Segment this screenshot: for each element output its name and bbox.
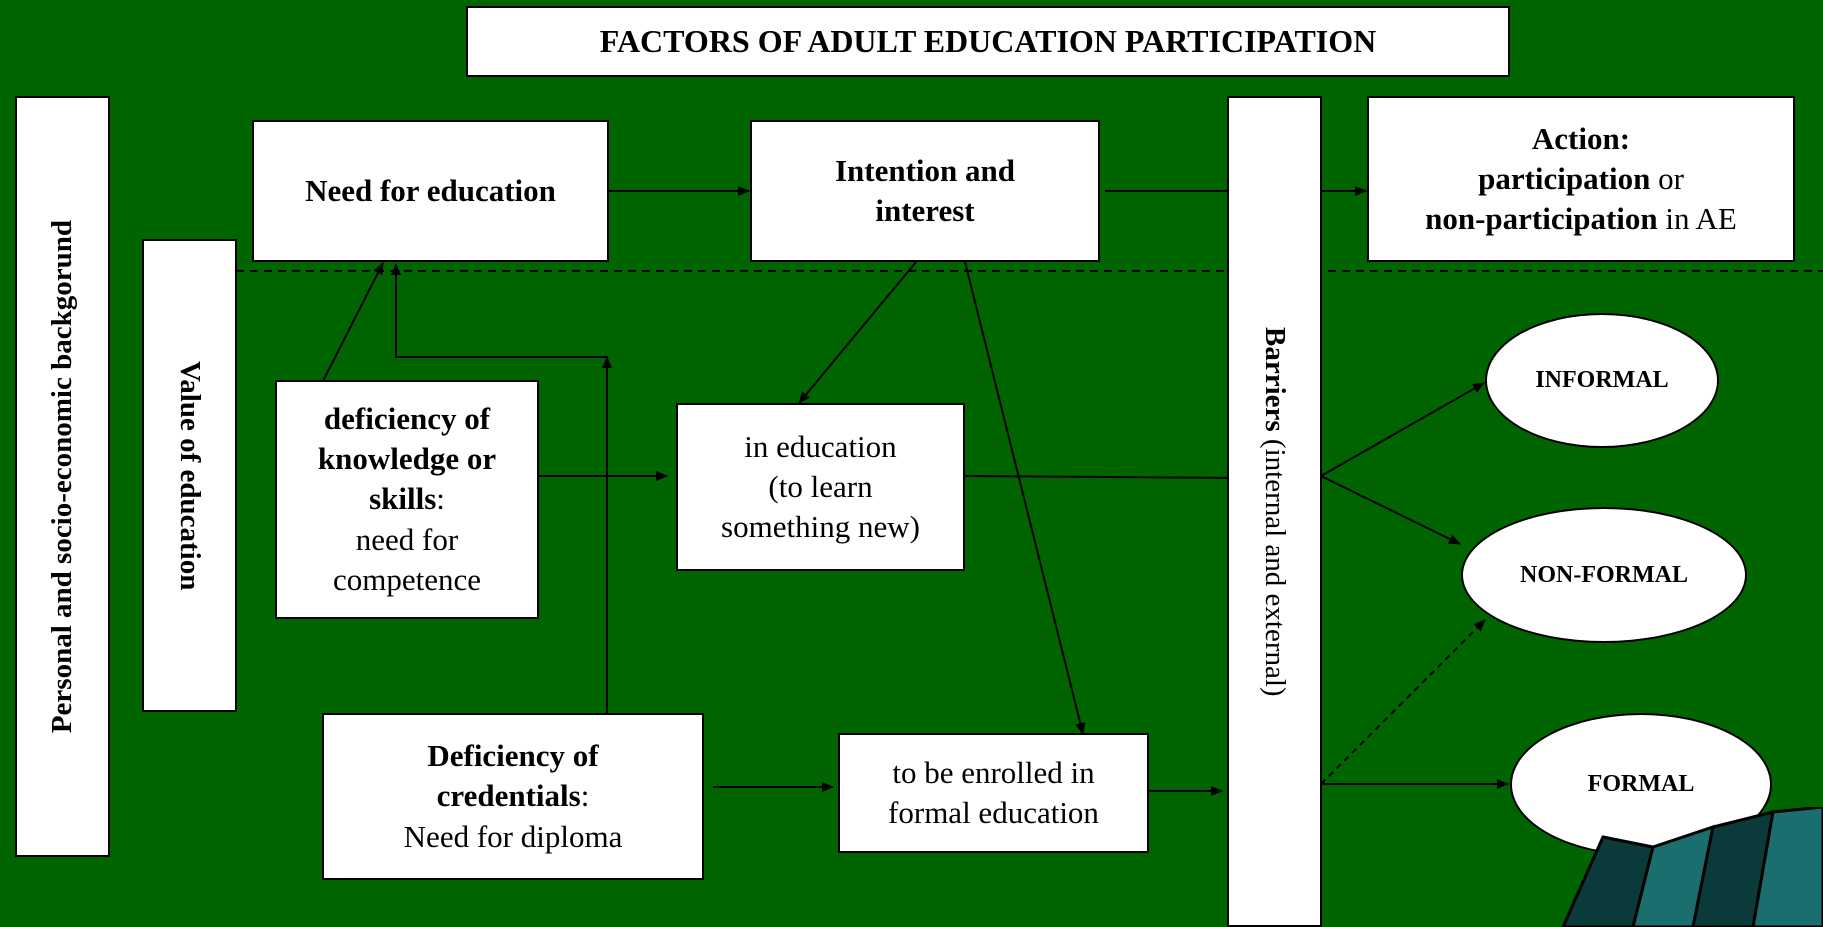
knowledge-b1: deficiency of	[323, 400, 491, 436]
deficiency-credentials-box: Deficiency of credentials: Need for dipl…	[322, 713, 704, 880]
barriers-label-rest: (internal and external)	[1259, 431, 1291, 697]
ineducation-l1: in education	[744, 428, 897, 464]
ineducation-l2: (to learn	[768, 468, 873, 504]
enrolled-l1: to be enrolled in	[892, 754, 1095, 790]
nonformal-oval: NON-FORMAL	[1461, 507, 1747, 643]
decorative-corner-shape	[1561, 807, 1823, 927]
informal-oval: INFORMAL	[1485, 313, 1719, 448]
background-bar: Personal and socio-economic backgorund	[15, 96, 110, 857]
barriers-label-bold: Barriers	[1259, 326, 1291, 432]
knowledge-b2: knowledge or	[317, 441, 497, 477]
credentials-colon: :	[580, 778, 590, 814]
arrow-barriers-to-informal	[1320, 382, 1485, 477]
action-line2-rest: or	[1650, 160, 1684, 196]
deficiency-knowledge-box: deficiency of knowledge or skills: need …	[275, 380, 539, 619]
arrow-intention-to-enrolled	[964, 261, 1086, 735]
diagram-title-text: FACTORS OF ADULT EDUCATION PARTICIPATION	[599, 22, 1377, 59]
ineducation-l3: something new)	[721, 509, 920, 545]
value-of-education-bar: Value of education	[142, 239, 237, 712]
value-of-education-label: Value of education	[174, 360, 206, 591]
credentials-n1: Need for diploma	[403, 818, 623, 854]
enrolled-l2: formal education	[888, 795, 1099, 830]
barriers-label: Barriers (internal and external)	[1258, 327, 1291, 697]
barriers-bar: Barriers (internal and external)	[1227, 96, 1322, 927]
credentials-b1: Deficiency of	[427, 738, 599, 774]
credentials-b2: credentials	[436, 778, 581, 814]
knowledge-n1: need for	[355, 521, 459, 557]
arrow-barriers-to-nonformal-dashed	[1320, 619, 1486, 785]
arrow-intention-to-ineducation	[798, 261, 917, 404]
knowledge-n2: competence	[332, 561, 482, 597]
intention-line2: interest	[875, 193, 975, 228]
action-line3-bold: non-participation	[1425, 201, 1658, 237]
intention-line1: Intention and	[834, 152, 1016, 188]
arrow-knowledge-to-need	[322, 262, 384, 382]
diagram-title: FACTORS OF ADULT EDUCATION PARTICIPATION	[466, 6, 1510, 77]
action-line1: Action:	[1531, 120, 1631, 156]
intention-box: Intention and interest	[750, 120, 1100, 262]
action-box: Action: participation or non-participati…	[1367, 96, 1795, 262]
need-for-education-box: Need for education	[252, 120, 609, 262]
in-education-box: in education (to learn something new)	[676, 403, 965, 571]
nonformal-label: NON-FORMAL	[1520, 561, 1688, 588]
arrow-barriers-to-nonformal	[1320, 475, 1461, 545]
knowledge-colon: :	[436, 481, 445, 517]
background-bar-label: Personal and socio-economic backgorund	[46, 219, 78, 734]
informal-label: INFORMAL	[1535, 367, 1669, 393]
action-line2-bold: participation	[1478, 160, 1651, 196]
need-for-education-label: Need for education	[305, 172, 556, 208]
arrow-ineducation-to-barriers	[964, 472, 1246, 483]
knowledge-b3: skills	[369, 481, 437, 517]
enrolled-box: to be enrolled in formal education	[838, 733, 1149, 853]
action-line3-rest: in AE	[1657, 201, 1737, 237]
formal-label: FORMAL	[1587, 771, 1695, 797]
